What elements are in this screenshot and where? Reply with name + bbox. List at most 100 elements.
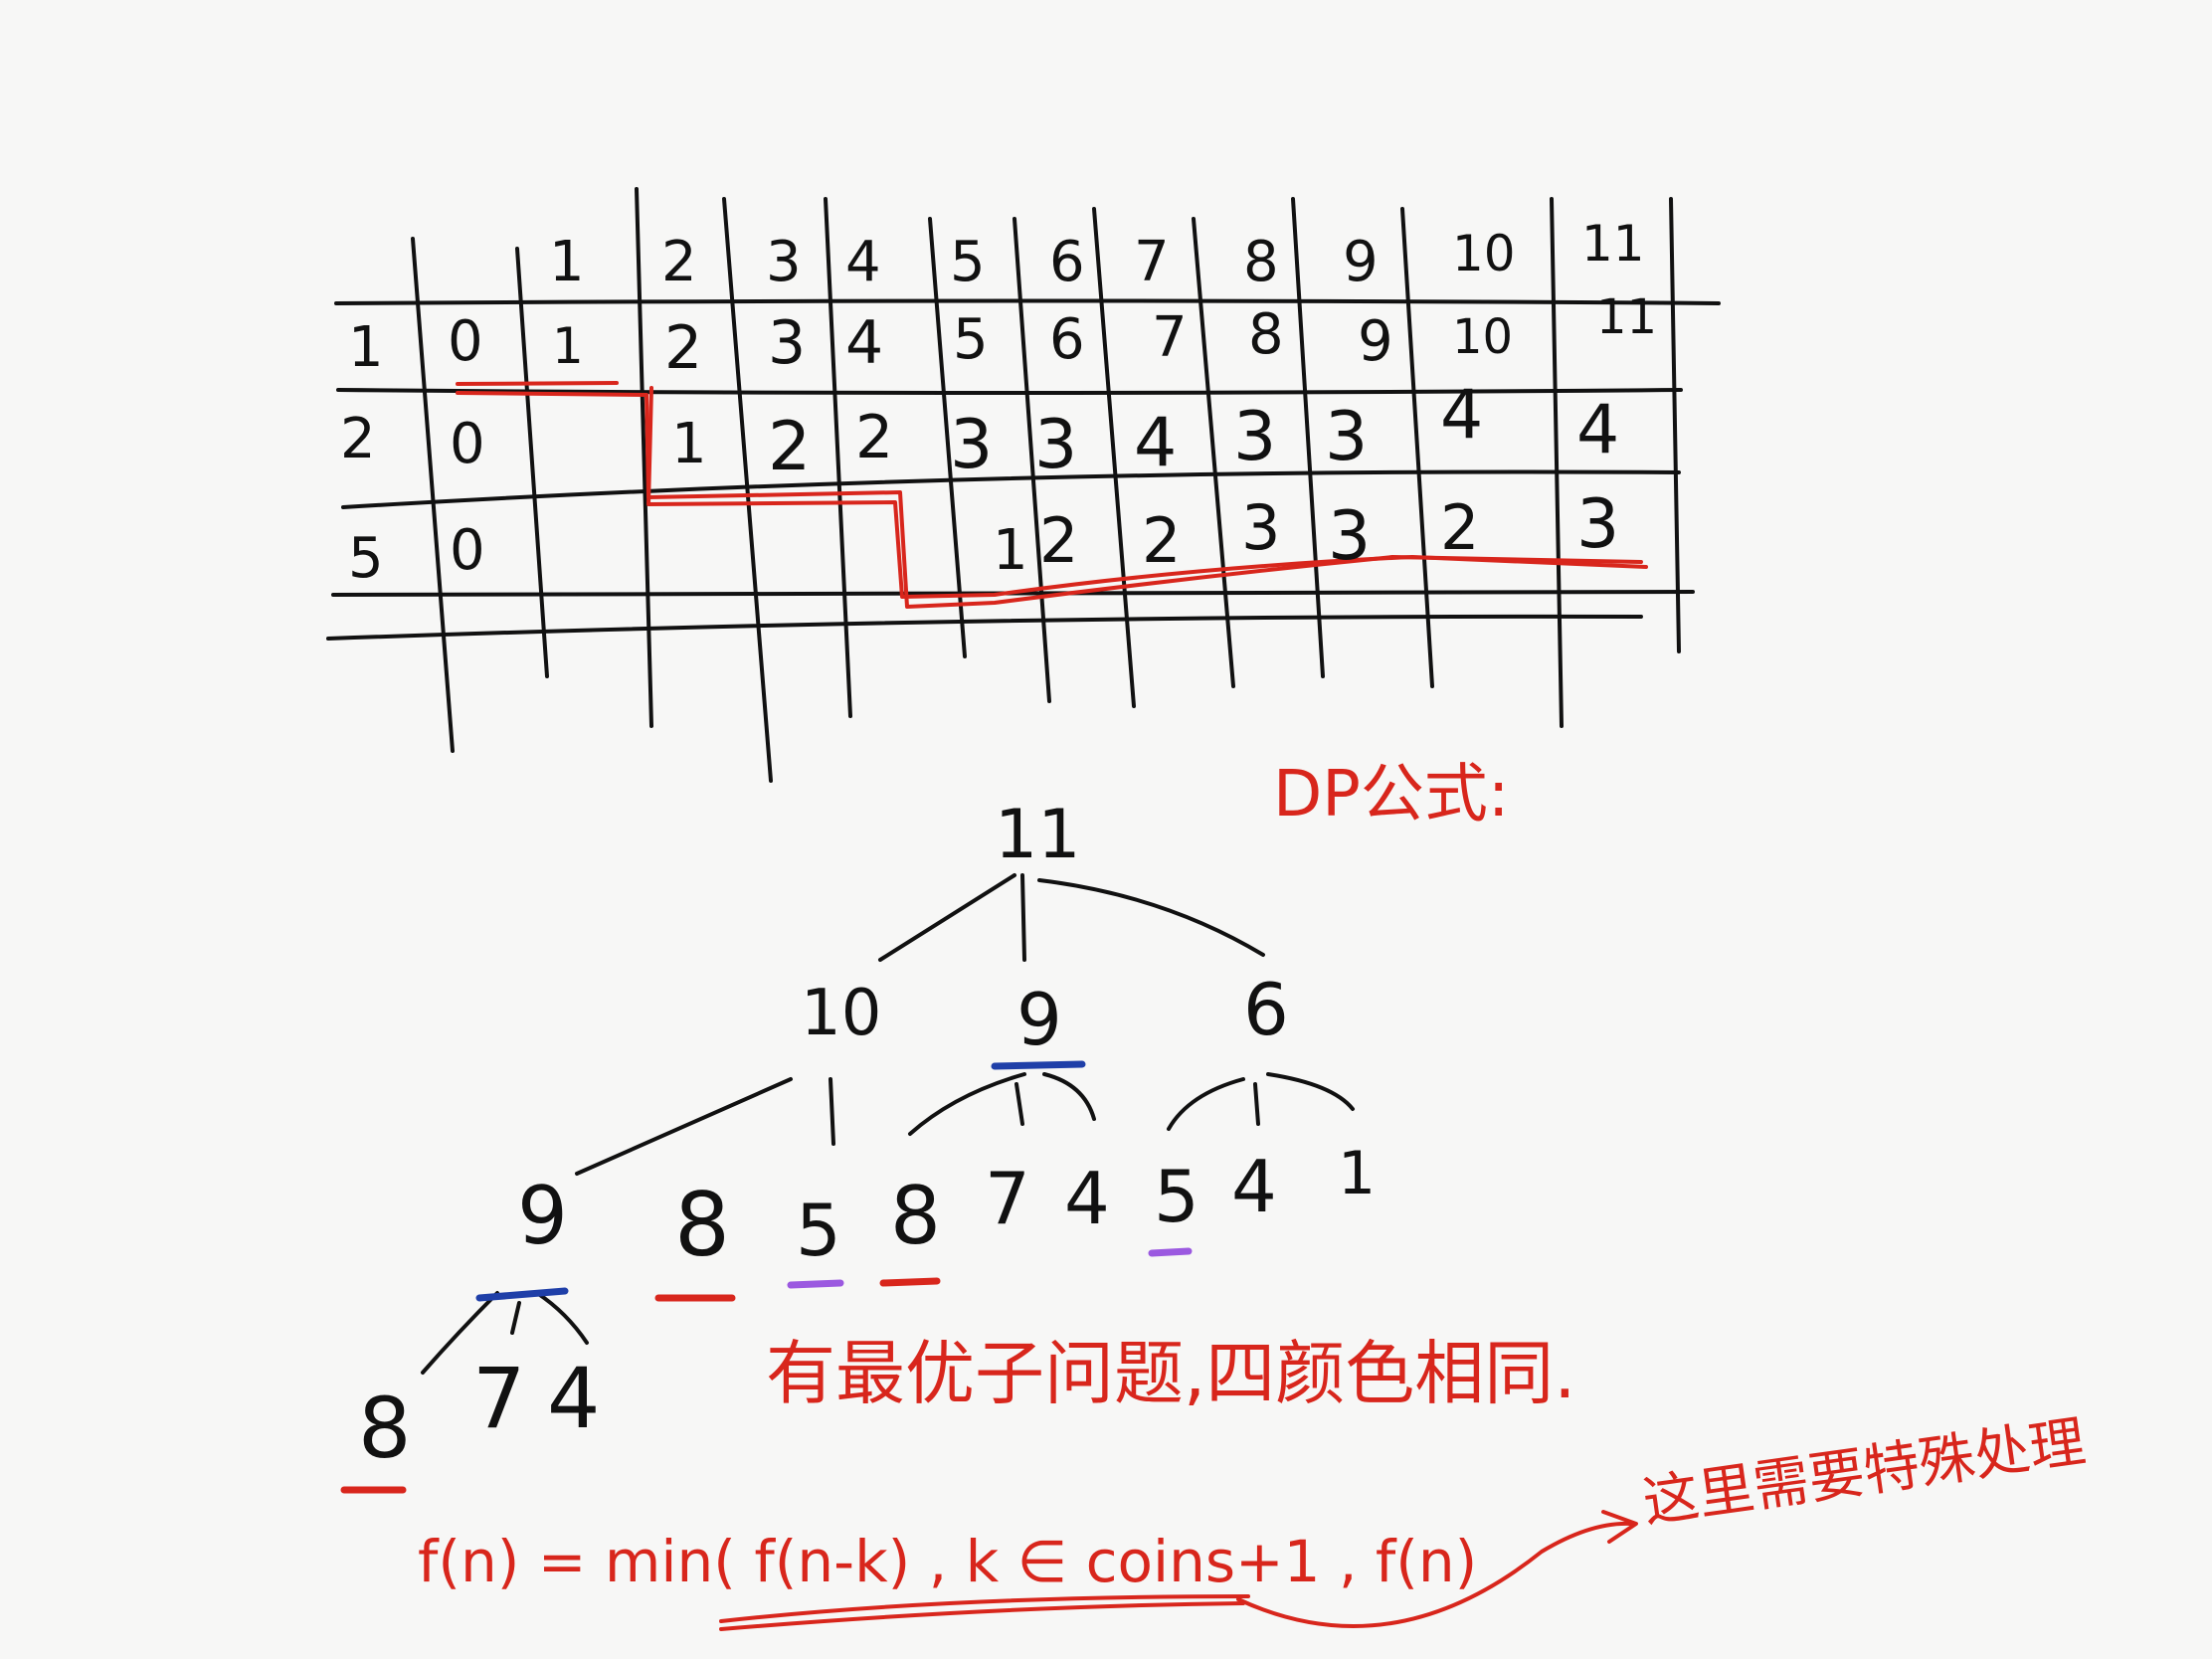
grid-vline — [1092, 207, 1136, 708]
table-cell: 0 — [448, 309, 483, 374]
purple-underline — [787, 1279, 844, 1289]
table-cell: 0 — [450, 518, 485, 583]
tree-edge — [1266, 1072, 1355, 1111]
table-cell: 2 — [1039, 504, 1078, 577]
tree-node: 5 — [1154, 1155, 1199, 1238]
overlap-note: 有最优子问题,四颜色相同. — [766, 1333, 1576, 1414]
tree-node: 8 — [674, 1174, 730, 1276]
table-cell: 10 — [1452, 309, 1513, 365]
column-header: 10 — [1452, 225, 1516, 282]
tree-node: 5 — [796, 1189, 841, 1272]
table-cell: 7 — [1152, 305, 1188, 370]
tree-node: 1 — [1338, 1139, 1376, 1208]
tree-node: 4 — [1064, 1157, 1110, 1240]
tree-node: 6 — [1243, 968, 1289, 1051]
table-cell: 2 — [1440, 491, 1479, 564]
column-header: 11 — [1581, 215, 1645, 273]
table-cell: 6 — [1049, 307, 1085, 372]
table-cell: 4 — [1440, 376, 1483, 455]
column-header: 5 — [950, 230, 986, 294]
grid-hline — [341, 469, 1681, 509]
grid-hline — [334, 298, 1721, 305]
table-cell: 3 — [1576, 485, 1619, 564]
table-cell: 5 — [953, 307, 989, 372]
table-cell: 2 — [855, 403, 893, 472]
column-header: 3 — [766, 230, 802, 294]
column-header: 1 — [549, 230, 585, 294]
tree-edge — [575, 1077, 793, 1176]
table-cell: 3 — [1034, 406, 1077, 484]
grid-vline — [824, 197, 852, 718]
blue-underline — [475, 1287, 569, 1302]
table-cell: 9 — [1358, 309, 1393, 374]
tree-edge — [1167, 1077, 1245, 1131]
grid-vline — [1291, 197, 1325, 678]
curved-arrow — [1236, 1521, 1633, 1628]
tree-node: 8 — [358, 1380, 411, 1477]
tree-edge — [1037, 878, 1265, 957]
tree-node: 10 — [801, 977, 881, 1050]
row-label: 5 — [348, 526, 384, 591]
purple-underline — [1148, 1247, 1193, 1257]
tree-edge — [1014, 1082, 1024, 1126]
red-staircase-path — [456, 381, 1648, 609]
tree-node: 7 — [985, 1157, 1030, 1240]
grid-vline — [722, 197, 773, 783]
table-cell: 3 — [1241, 491, 1280, 564]
dp-formula: f(n) = min( f(n-k) , k ∈ coins+1 , f(n) — [418, 1528, 1477, 1595]
table-cell: 1 — [671, 412, 707, 476]
table-cell: 8 — [1248, 302, 1284, 367]
tree-edge — [1253, 1082, 1260, 1126]
table-cell: 0 — [450, 412, 485, 476]
row-label: 2 — [340, 407, 376, 471]
grid-vline — [1669, 197, 1681, 653]
tree-edge — [1042, 1072, 1096, 1121]
tree-node: 4 — [547, 1350, 600, 1447]
red-underline — [456, 381, 619, 386]
tree-edge — [878, 873, 1016, 962]
tree-edge — [421, 1291, 499, 1375]
recursion-tree: 11 10 9 6 9 8 5 8 7 4 5 4 1 8 7 4 — [340, 796, 1376, 1494]
table-row: 1 0 1 2 3 4 5 6 7 8 9 10 11 — [348, 289, 1657, 383]
grid-vline — [1192, 217, 1235, 688]
column-header: 8 — [1243, 230, 1279, 294]
tree-edge — [829, 1077, 835, 1146]
table-cell: 4 — [845, 308, 883, 378]
column-header: 4 — [845, 230, 881, 294]
table-cell: 3 — [1328, 497, 1371, 576]
red-path-line — [646, 386, 1648, 599]
tree-node: 9 — [1016, 978, 1062, 1061]
tree-node: 7 — [472, 1350, 525, 1447]
table-cell: 3 — [1325, 398, 1368, 476]
table-column-headers: 1 2 3 4 5 6 7 8 9 10 11 — [549, 215, 1645, 294]
dp-table-grid — [326, 187, 1721, 783]
column-header: 9 — [1343, 230, 1379, 294]
column-header: 6 — [1049, 230, 1085, 294]
column-header: 2 — [661, 230, 697, 294]
grid-vline — [1550, 197, 1564, 728]
table-row: 5 0 1 2 2 3 3 2 3 — [348, 485, 1619, 591]
tree-edge — [535, 1291, 589, 1345]
grid-vline — [411, 237, 455, 753]
grid-vline — [515, 247, 549, 678]
tree-node: 9 — [517, 1170, 568, 1262]
red-underline — [879, 1277, 941, 1287]
table-cell: 4 — [1134, 404, 1177, 482]
table-cell: 2 — [768, 408, 811, 486]
tree-edge — [908, 1072, 1026, 1136]
table-cell: 1 — [552, 317, 584, 375]
table-cell: 2 — [1142, 504, 1181, 577]
table-row: 2 0 1 2 2 3 3 4 3 3 4 4 — [340, 376, 1619, 486]
tree-node: 4 — [1231, 1145, 1277, 1228]
grid-vline — [928, 217, 967, 658]
tree-edge — [510, 1301, 521, 1335]
grid-vline — [635, 187, 653, 728]
formula-underline — [719, 1594, 1250, 1623]
dp-formula-label: DP公式: — [1273, 758, 1509, 831]
table-cell: 11 — [1596, 289, 1657, 345]
grid-hline — [326, 614, 1643, 641]
table-cell: 2 — [664, 313, 702, 383]
table-cell: 1 — [993, 518, 1028, 583]
table-cell: 3 — [1233, 398, 1276, 476]
